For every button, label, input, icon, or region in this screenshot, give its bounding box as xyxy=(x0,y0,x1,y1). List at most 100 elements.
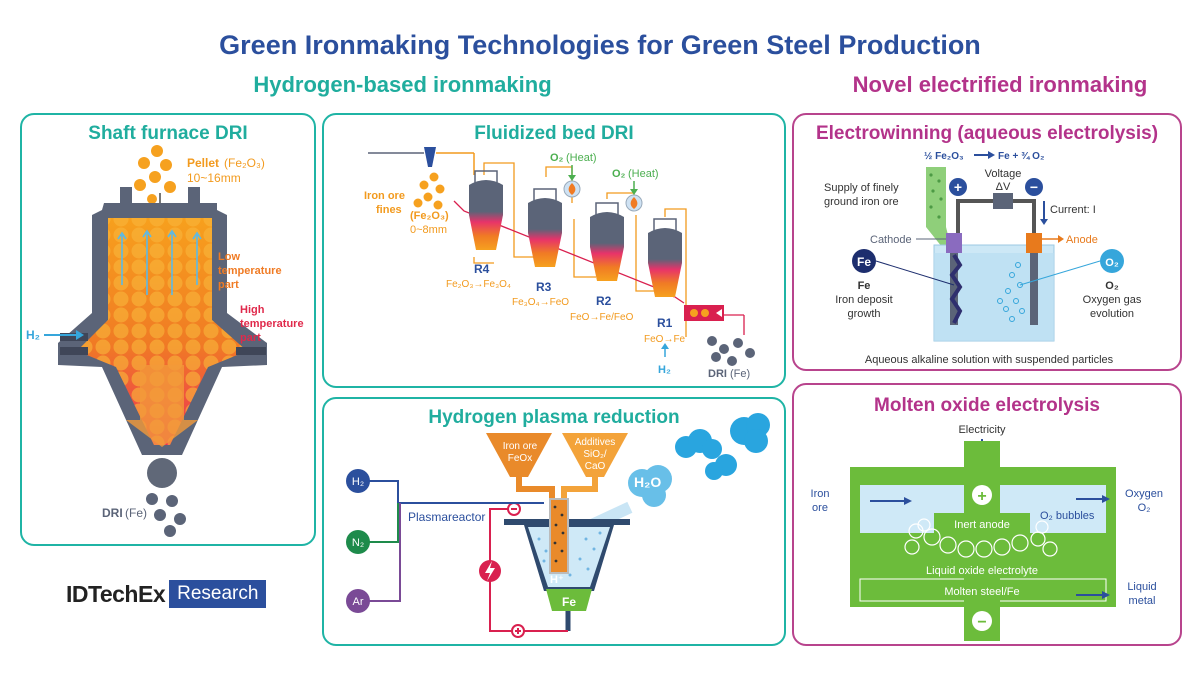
reactor-r4 xyxy=(469,170,503,250)
plus-terminal xyxy=(972,485,992,505)
ore-label: Iron ore xyxy=(503,441,538,452)
panel-shaft-furnace: Shaft furnace DRI Pellet (Fe₂O₃) xyxy=(20,113,316,546)
svg-text:(Heat): (Heat) xyxy=(566,152,597,164)
ore-formula: (Fe₂O₃) xyxy=(410,210,449,222)
pellet-dot xyxy=(149,171,161,183)
fluid-title: Fluidized bed DRI xyxy=(474,123,634,144)
molten-oxide-diagram: Electricity + − Inert anode O₂ bubbles L… xyxy=(811,424,1163,641)
svg-text:part: part xyxy=(218,279,239,291)
fe-badge xyxy=(852,249,876,273)
svg-text:(Heat): (Heat) xyxy=(628,168,659,180)
reaction-right: Fe + ¾ O₂ xyxy=(998,151,1044,162)
molten-title: Molten oxide electrolysis xyxy=(874,395,1100,416)
svg-text:Fe: Fe xyxy=(857,255,871,269)
svg-text:metal: metal xyxy=(1129,595,1156,607)
h2-gas-icon xyxy=(346,469,370,493)
r3-label: R3 xyxy=(536,280,552,294)
o2-label-1: O₂ xyxy=(550,152,564,164)
o2-desc-1: Oxygen gas xyxy=(1083,294,1142,306)
h2-label: H₂ xyxy=(26,328,40,342)
dri-fe: (Fe) xyxy=(125,506,147,520)
svg-text:O₂: O₂ xyxy=(1138,502,1151,514)
fe-label: Fe xyxy=(858,280,871,292)
o2-desc-2: evolution xyxy=(1090,308,1134,320)
svg-text:+: + xyxy=(977,488,986,505)
anode-label: Anode xyxy=(1066,234,1098,246)
fluidized-bed-diagram: Iron ore fines (Fe₂O₃) 0~8mm xyxy=(364,147,755,380)
plasma-title: Hydrogen plasma reduction xyxy=(428,407,680,428)
supply-label: Supply of finely xyxy=(824,182,899,194)
additives-label: Additives xyxy=(575,437,616,448)
minus-terminal xyxy=(972,611,992,631)
panel-hydrogen-plasma: Hydrogen plasma reduction Iron ore FeOx … xyxy=(322,397,786,646)
panel-electrowinning: Electrowinning (aqueous electrolysis) ½ … xyxy=(792,113,1182,371)
r1-label: R1 xyxy=(657,316,673,330)
shaft-title: Shaft furnace DRI xyxy=(88,123,248,144)
ore-supply xyxy=(926,167,946,227)
o2-badge xyxy=(1100,249,1124,273)
svg-text:FeOx: FeOx xyxy=(508,453,532,464)
svg-text:ground iron ore: ground iron ore xyxy=(824,196,899,208)
svg-text:temperature: temperature xyxy=(218,265,282,277)
dv-label: ΔV xyxy=(996,181,1011,193)
high-temp-label: High xyxy=(240,304,265,316)
voltage-source xyxy=(993,193,1013,209)
r2-label: R2 xyxy=(596,294,612,308)
shaft-furnace-diagram: Pellet (Fe₂O₃) 10~16mm H₂ xyxy=(26,145,304,537)
iron-ore-hopper xyxy=(486,433,552,477)
electrolyte-label: Liquid oxide electrolyte xyxy=(926,565,1038,577)
svg-text:SiO₂/: SiO₂/ xyxy=(583,449,607,460)
bubbles-label: O₂ bubbles xyxy=(1040,510,1095,522)
r2-reaction: FeO→Fe/FeO xyxy=(570,312,634,323)
electro-title: Electrowinning (aqueous electrolysis) xyxy=(815,123,1159,144)
page-title: Green Ironmaking Technologies for Green … xyxy=(219,30,981,60)
anode-label: Inert anode xyxy=(954,519,1010,531)
o2-bubbles xyxy=(904,518,1058,558)
r4-reaction: Fe₂O₃→Fe₃O₄ xyxy=(446,279,511,290)
cathode-label: Cathode xyxy=(870,234,912,246)
liquid-metal-label: Liquid xyxy=(1127,581,1156,593)
plus-terminal xyxy=(949,178,967,196)
fe-pool xyxy=(546,589,592,611)
r1-reaction: FeO→Fe xyxy=(644,334,686,345)
h2o-label: H₂O xyxy=(634,474,661,490)
reactor-r2 xyxy=(590,202,624,281)
section-title-electrified: Novel electrified ironmaking xyxy=(852,72,1148,97)
steel-label: Molten steel/Fe xyxy=(944,586,1019,598)
anode xyxy=(1026,233,1042,253)
reactor-label: Plasmareactor xyxy=(408,510,485,524)
reactor-r1 xyxy=(648,218,682,297)
iron-ore-label: Iron xyxy=(811,488,830,500)
svg-text:N₂: N₂ xyxy=(352,537,364,549)
hplus-label: H⁺ xyxy=(550,574,564,586)
low-temp-label: Low xyxy=(218,251,240,263)
h2-label: H₂ xyxy=(658,364,671,376)
logo-part-2: Research xyxy=(169,580,267,608)
svg-text:ore: ore xyxy=(812,502,828,514)
pellet-dot xyxy=(147,194,157,204)
reactor-r3 xyxy=(528,188,562,267)
outlet-ball xyxy=(147,458,177,488)
r4-label: R4 xyxy=(474,262,490,276)
svg-text:temperature: temperature xyxy=(240,318,304,330)
feed-hopper xyxy=(424,147,436,167)
pellet-size: 10~16mm xyxy=(187,171,241,185)
pellet-dot xyxy=(138,157,150,169)
voltage-label: Voltage xyxy=(985,168,1022,180)
svg-text:+: + xyxy=(954,179,962,195)
fe-label: Fe xyxy=(562,595,576,609)
svg-text:Ar: Ar xyxy=(353,596,364,608)
idtechex-logo: IDTechEx Research xyxy=(66,580,267,608)
ore-label: Iron ore xyxy=(364,190,405,202)
panel-fluidized-bed: Fluidized bed DRI Iron ore fines (Fe₂O₃)… xyxy=(322,113,786,388)
svg-text:−: − xyxy=(1030,179,1038,195)
ar-gas-icon xyxy=(346,589,370,613)
dri-label: DRI xyxy=(102,506,123,520)
svg-text:CaO: CaO xyxy=(585,461,606,472)
solution-label: Aqueous alkaline solution with suspended… xyxy=(865,354,1114,366)
svg-text:O₂: O₂ xyxy=(1105,257,1119,269)
fe-desc-1: Iron deposit xyxy=(835,294,892,306)
steam-clouds xyxy=(675,413,770,480)
section-title-hydrogen: Hydrogen-based ironmaking xyxy=(253,72,552,97)
flow-arrow xyxy=(126,365,198,447)
